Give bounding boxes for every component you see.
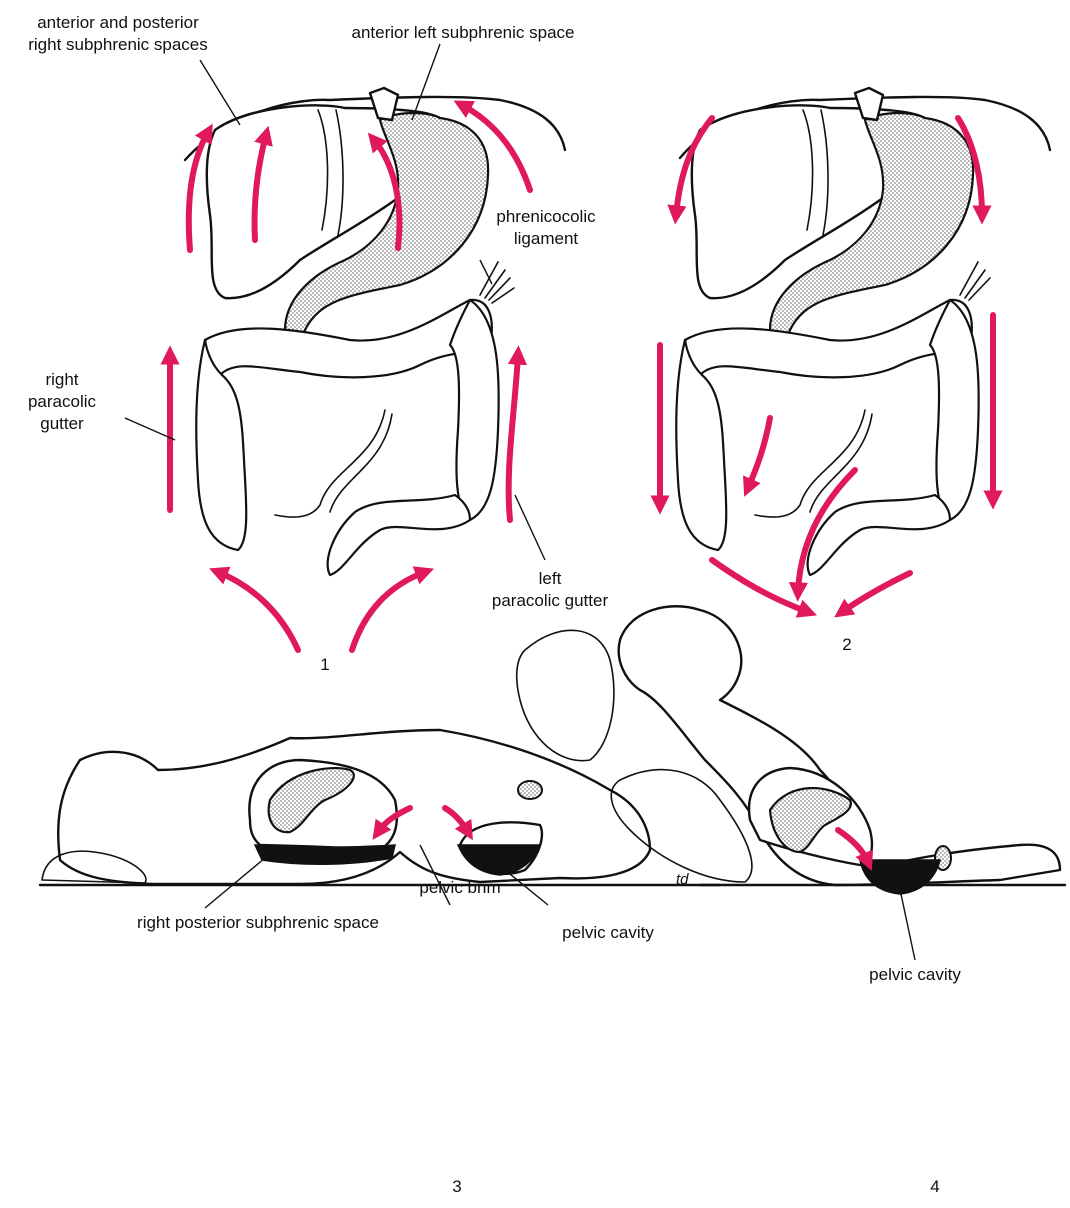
small-bowel-segment <box>275 410 392 517</box>
phrenicocolic-strands <box>480 262 514 303</box>
phrenicocolic-strands-2 <box>960 262 990 300</box>
arrow-left-paracolic-gutter <box>509 355 518 520</box>
arrow-pelvic-brim-right <box>445 808 468 832</box>
label-right-subphrenic-line1: anterior and posterior <box>37 13 199 32</box>
label-right-subphrenic-line2: right subphrenic spaces <box>28 35 208 54</box>
transverse-colon <box>205 300 492 377</box>
arrow-right-subphrenic-outer <box>189 132 208 250</box>
label-pelvic-cavity-3: pelvic cavity <box>562 923 654 942</box>
descending-colon-2 <box>930 300 979 520</box>
arrow-into-pelvis-left <box>842 573 910 612</box>
label-right-gutter-line1: right <box>45 370 78 389</box>
label-left-gutter-line1: left <box>539 569 562 588</box>
arrow-pelvis-to-right <box>218 572 298 650</box>
panel-number-1: 1 <box>320 655 329 674</box>
fluid-pool-subphrenic-3 <box>255 845 395 864</box>
label-right-posterior-subphrenic: right posterior subphrenic space <box>137 913 379 932</box>
arrow-pelvis-to-left <box>352 572 425 650</box>
panel-number-3: 3 <box>452 1177 461 1196</box>
sigmoid-colon <box>328 495 470 575</box>
panel-number-2: 2 <box>842 635 851 654</box>
head-pillow-4 <box>517 630 614 760</box>
artist-initials: td <box>676 871 689 888</box>
label-right-gutter-line3: gutter <box>40 414 84 433</box>
sigmoid-colon-2 <box>808 495 950 575</box>
label-right-gutter-line2: paracolic <box>28 392 97 411</box>
label-pelvic-cavity-4: pelvic cavity <box>869 965 961 984</box>
label-pelvic-brim: pelvic brim <box>419 878 500 897</box>
label-phrenicocolic-line1: phrenicocolic <box>496 207 596 226</box>
transverse-colon-2 <box>685 300 972 377</box>
small-bowel-segment-2 <box>755 410 872 517</box>
label-left-subphrenic: anterior left subphrenic space <box>351 23 574 42</box>
descending-colon <box>450 300 499 520</box>
panel-number-4: 4 <box>930 1177 939 1196</box>
arrow-down-mesentery <box>748 418 770 488</box>
label-left-gutter-line2: paracolic gutter <box>492 591 609 610</box>
fluid-pool-pelvis-3 <box>458 845 540 875</box>
panel-3-diagram <box>40 730 720 908</box>
label-phrenicocolic-line2: ligament <box>514 229 579 248</box>
arrow-into-pelvis-right <box>712 560 808 612</box>
bladder-3 <box>518 781 542 799</box>
